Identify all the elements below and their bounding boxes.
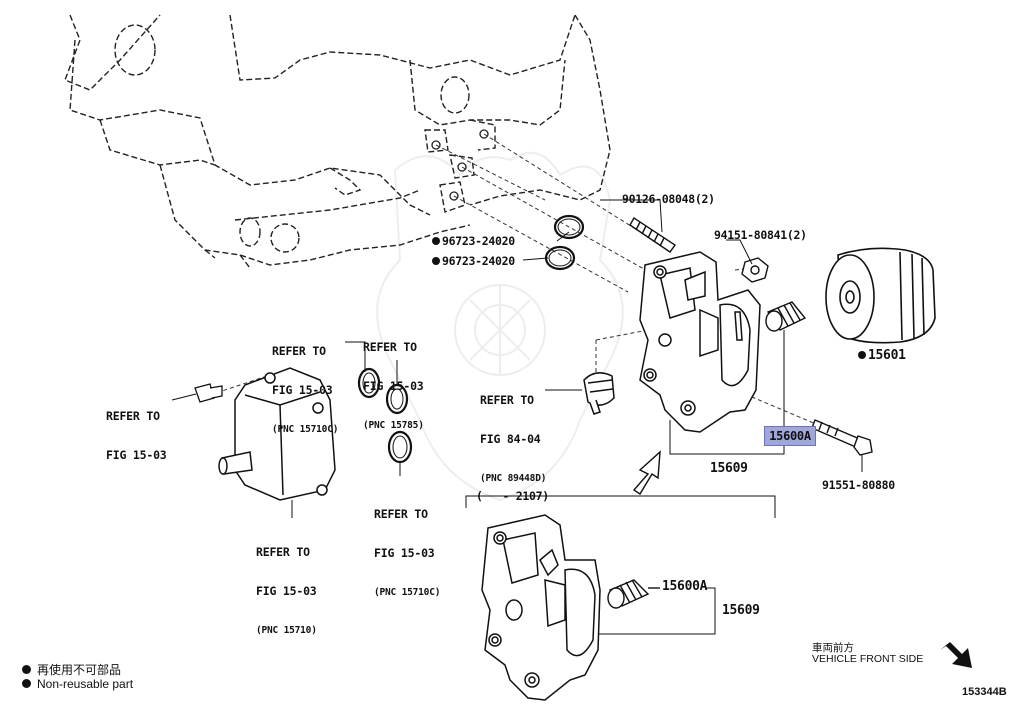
label-oring-a[interactable]: 96723-24020 [432, 234, 515, 248]
ref-pnc: (PNC 15710C) [272, 424, 339, 435]
ref-line: REFER TO [480, 393, 534, 407]
engine-bolt-holes [431, 129, 489, 201]
inset-frame [465, 495, 776, 635]
engine-block [64, 14, 611, 269]
diagram-code: 153344B [962, 686, 1007, 698]
ref-lower-mid[interactable]: REFER TO FIG 15-03 (PNC 15710C) [374, 482, 440, 625]
oil-pressure-sensor [583, 372, 615, 415]
ref-line: REFER TO [272, 344, 326, 358]
legend-jp: 再使用不可部品 [22, 661, 121, 678]
label-inset-plug[interactable]: 15600A [662, 579, 708, 594]
non-reusable-dot-icon [22, 679, 31, 688]
non-reusable-dot-icon [432, 237, 440, 245]
legend-en: Non-reusable part [22, 677, 133, 691]
inset-relief-plug [607, 579, 660, 609]
stud-bolt [629, 217, 676, 253]
label-highlight[interactable]: 15600A [764, 426, 816, 446]
ref-cooler-bolt[interactable]: REFER TO FIG 15-03 [106, 384, 167, 488]
watermark-crest [376, 151, 624, 502]
legend-jp-text: 再使用不可部品 [37, 663, 122, 677]
ref-line: FIG 15-03 [374, 546, 435, 560]
label-date-range: ( - 2107) [476, 489, 549, 503]
ref-line: FIG 15-03 [256, 584, 317, 598]
label-oring-b-text: 96723-24020 [442, 254, 515, 268]
ref-upper-mid[interactable]: REFER TO FIG 15-03 (PNC 15785) [363, 315, 424, 458]
flange-nut [741, 257, 769, 283]
non-reusable-dot-icon [432, 257, 440, 265]
label-filter-text: 15601 [868, 348, 906, 363]
vehicle-front-arrow [940, 642, 972, 668]
ref-cooler[interactable]: REFER TO FIG 15-03 (PNC 15710) [256, 520, 317, 663]
label-filter[interactable]: 15601 [858, 348, 906, 363]
install-direction-arrow [632, 450, 661, 495]
oil-filter-bracket [639, 251, 761, 433]
ref-pnc: (PNC 15710C) [374, 587, 441, 598]
vehicle-front-jp: 車両前方 [812, 642, 854, 654]
ref-line: FIG 15-03 [106, 448, 167, 462]
ref-upper-left[interactable]: REFER TO FIG 15-03 (PNC 15710C) [272, 319, 338, 462]
oil-cooler [218, 367, 336, 501]
ref-line: REFER TO [256, 545, 310, 559]
label-oring-b[interactable]: 96723-24020 [432, 254, 515, 268]
label-nut[interactable]: 94151-80841(2) [714, 228, 807, 242]
ref-pnc: (PNC 89448D) [480, 473, 547, 484]
non-reusable-dot-icon [22, 665, 31, 674]
ref-pnc: (PNC 15785) [363, 420, 424, 431]
vehicle-front-en: VEHICLE FRONT SIDE [812, 653, 924, 665]
ref-line: REFER TO [374, 507, 428, 521]
ref-line: REFER TO [106, 409, 160, 423]
label-stud[interactable]: 90126-08048(2) [622, 192, 715, 206]
ref-sensor[interactable]: REFER TO FIG 84-04 (PNC 89448D) [480, 368, 546, 511]
bracket-bolt [811, 419, 873, 456]
ref-line: FIG 15-03 [363, 379, 424, 393]
legend-en-text: Non-reusable part [37, 677, 134, 691]
ref-line: FIG 84-04 [480, 432, 541, 446]
cooler-bolt [194, 383, 223, 403]
inset-filter-bracket [481, 514, 601, 701]
label-bolt[interactable]: 91551-80880 [822, 478, 895, 492]
label-oring-a-text: 96723-24020 [442, 234, 515, 248]
ref-line: FIG 15-03 [272, 383, 333, 397]
label-bracket[interactable]: 15609 [710, 461, 748, 476]
oil-filter [825, 247, 936, 344]
ref-pnc: (PNC 15710) [256, 625, 317, 636]
leader-lines [171, 199, 863, 518]
ref-line: REFER TO [363, 340, 417, 354]
non-reusable-dot-icon [858, 351, 866, 359]
label-inset-bracket[interactable]: 15609 [722, 603, 760, 618]
relief-valve-plug [765, 301, 807, 332]
